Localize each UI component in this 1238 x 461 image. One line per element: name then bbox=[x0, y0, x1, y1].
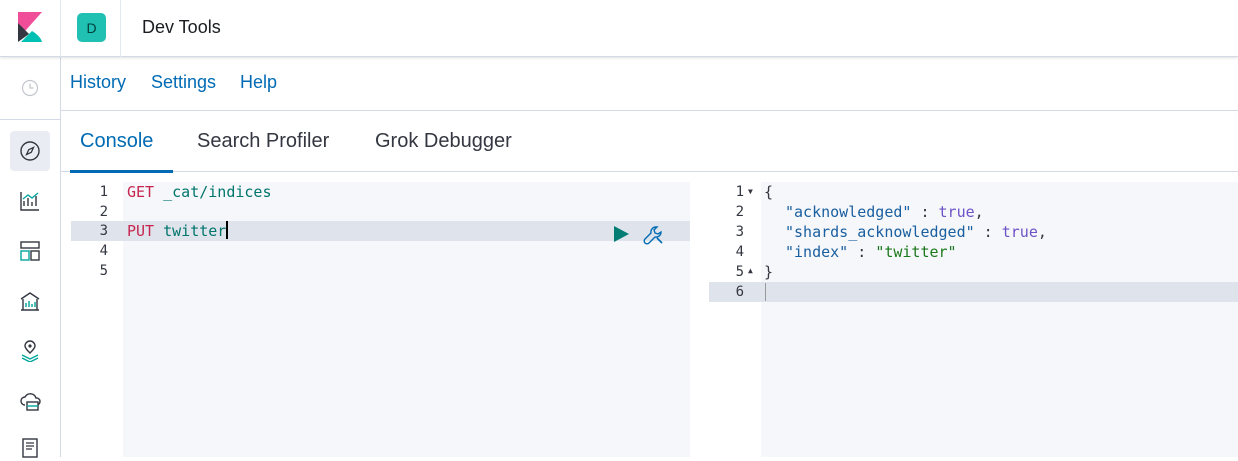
line-number: 2 bbox=[99, 204, 108, 220]
text-cursor bbox=[765, 283, 766, 301]
http-method: PUT bbox=[127, 222, 155, 240]
code-line-1: GET _cat/indices bbox=[127, 182, 272, 202]
maps-icon[interactable] bbox=[17, 338, 43, 364]
request-path: _cat/indices bbox=[163, 183, 272, 201]
response-code-area: { "acknowledged" : true, "shards_acknowl… bbox=[761, 182, 1238, 457]
fold-close-icon[interactable]: ▲ bbox=[748, 266, 753, 275]
json-colon: : bbox=[974, 223, 1002, 241]
fold-open-icon[interactable]: ▼ bbox=[748, 187, 753, 196]
response-editor: 1 ▼ 2 3 4 5 ▲ 6 { "acknowledged" : true,… bbox=[709, 182, 1238, 457]
json-line-2: "acknowledged" : true, bbox=[785, 202, 984, 222]
editor-divider[interactable] bbox=[690, 182, 709, 457]
json-brace: { bbox=[764, 183, 774, 201]
http-method: GET bbox=[127, 183, 155, 201]
chart-icon[interactable] bbox=[17, 188, 43, 214]
compass-icon[interactable] bbox=[17, 138, 43, 164]
menu-help[interactable]: Help bbox=[240, 72, 278, 92]
line-number: 5 bbox=[99, 263, 108, 279]
line-number: 5 bbox=[735, 264, 744, 280]
json-key: "shards_acknowledged" bbox=[785, 223, 975, 241]
json-line-4: "index" : "twitter" bbox=[785, 242, 957, 262]
json-key: "index" bbox=[785, 243, 849, 261]
clock-icon[interactable] bbox=[17, 75, 43, 101]
menu-history[interactable]: History bbox=[70, 72, 127, 92]
json-comma: , bbox=[974, 203, 984, 221]
space-selector-cell: D bbox=[61, 0, 121, 57]
dashboard-icon[interactable] bbox=[17, 238, 43, 264]
json-line-1: { bbox=[764, 182, 773, 202]
code-line-3: PUT twitter bbox=[127, 221, 229, 241]
dev-tools-menu: History Settings Help bbox=[61, 57, 1238, 111]
line-number: 4 bbox=[735, 244, 744, 260]
nav-divider bbox=[0, 119, 60, 120]
tab-console[interactable]: Console bbox=[69, 111, 174, 173]
line-number: 1 bbox=[99, 184, 108, 200]
gutter-active-line bbox=[71, 221, 123, 241]
response-gutter: 1 ▼ 2 3 4 5 ▲ 6 bbox=[709, 182, 761, 457]
line-number: 4 bbox=[99, 243, 108, 259]
line-number: 3 bbox=[735, 224, 744, 240]
json-value: true bbox=[938, 203, 975, 221]
request-gutter: 1 2 3 4 5 bbox=[71, 182, 123, 457]
line-number: 2 bbox=[735, 204, 744, 220]
logs-icon[interactable] bbox=[17, 435, 43, 461]
text-cursor bbox=[226, 221, 229, 239]
json-value: true bbox=[1001, 223, 1038, 241]
active-line-highlight bbox=[761, 282, 1238, 302]
json-colon: : bbox=[911, 203, 939, 221]
json-line-3: "shards_acknowledged" : true, bbox=[785, 222, 1047, 242]
space-avatar[interactable]: D bbox=[77, 13, 106, 42]
line-number: 1 bbox=[735, 184, 744, 200]
kibana-logo-icon[interactable] bbox=[18, 12, 42, 42]
top-header: D Dev Tools bbox=[0, 0, 1238, 57]
json-comma: , bbox=[1037, 223, 1047, 241]
request-code-area[interactable]: GET _cat/indices PUT twitter bbox=[123, 182, 690, 457]
tab-grok-debugger[interactable]: Grok Debugger bbox=[375, 130, 512, 152]
logo-cell bbox=[0, 0, 61, 57]
line-number: 3 bbox=[99, 223, 108, 239]
json-line-6 bbox=[765, 283, 766, 303]
request-editor[interactable]: 1 2 3 4 5 GET _cat/indices PUT twitter bbox=[71, 182, 690, 457]
request-path: twitter bbox=[163, 222, 227, 240]
menu-settings[interactable]: Settings bbox=[151, 72, 217, 92]
play-icon[interactable] bbox=[612, 225, 630, 243]
app-title: Dev Tools bbox=[142, 17, 221, 37]
active-line-highlight bbox=[123, 221, 690, 241]
gutter-active-line bbox=[709, 282, 761, 302]
line-number: 6 bbox=[735, 284, 744, 300]
cloud-icon[interactable] bbox=[17, 388, 43, 414]
json-colon: : bbox=[848, 243, 876, 261]
json-line-5: } bbox=[764, 262, 773, 282]
side-navigation bbox=[0, 57, 61, 458]
json-value: "twitter" bbox=[875, 243, 957, 261]
tab-search-profiler[interactable]: Search Profiler bbox=[197, 130, 330, 152]
json-brace: } bbox=[764, 263, 774, 281]
tab-bar: Console Search Profiler Grok Debugger bbox=[61, 111, 1238, 173]
json-key: "acknowledged" bbox=[785, 203, 912, 221]
nav-active-highlight bbox=[10, 131, 50, 171]
wrench-icon[interactable] bbox=[643, 224, 665, 246]
canvas-icon[interactable] bbox=[17, 288, 43, 314]
